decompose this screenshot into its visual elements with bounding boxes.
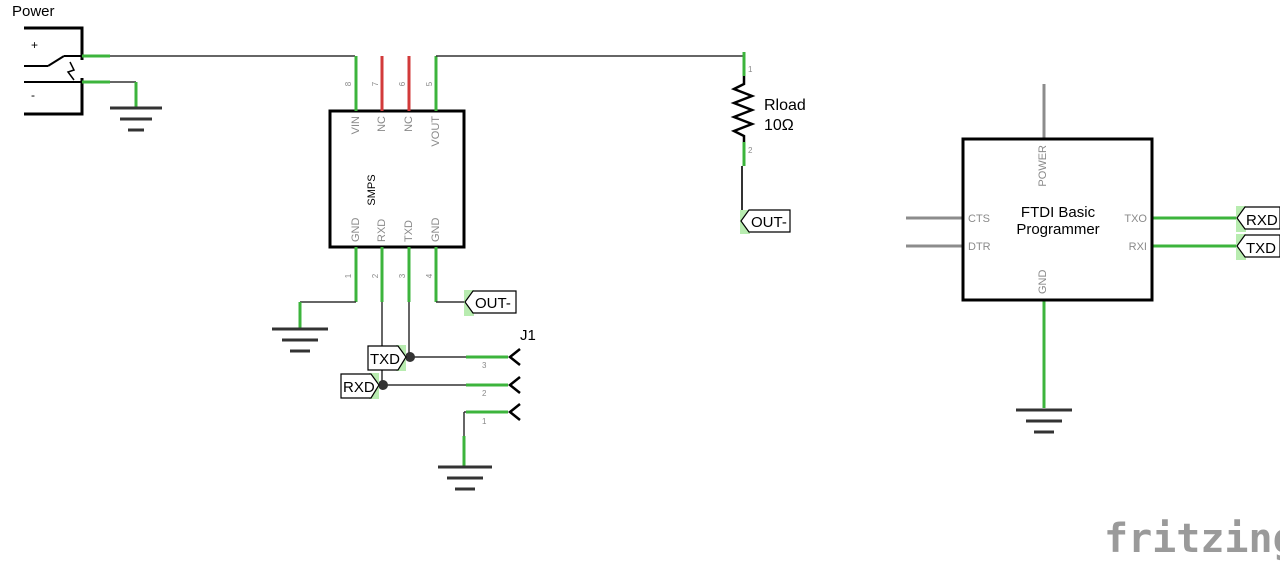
pin-label-gnd-1: GND: [350, 218, 362, 243]
pin-label-gnd-4: GND: [430, 218, 442, 243]
fritzing-logo: fritzing: [1104, 516, 1280, 562]
net-label-out-smps[interactable]: OUT-: [464, 290, 517, 316]
pin-num-8: 8: [344, 81, 353, 86]
pin-num-3: 3: [398, 273, 407, 278]
smps-gnd-wire: [272, 301, 356, 353]
ftdi-programmer[interactable]: FTDI Basic Programmer POWER GND CTS DTR …: [906, 84, 1238, 408]
j1-pin-1: 1: [482, 417, 487, 426]
rload-name: Rload: [764, 97, 806, 114]
pin-label-vout: VOUT: [430, 116, 442, 147]
pin-label-txd: TXD: [403, 220, 415, 242]
ftdi-rxi-label: RXI: [1129, 241, 1147, 253]
txd-ftdi-text: TXD: [1246, 240, 1276, 257]
smps-chip[interactable]: SMPS: [328, 109, 466, 249]
net-label-txd-j1[interactable]: TXD: [367, 345, 407, 371]
ftdi-gnd-label: GND: [1037, 270, 1049, 295]
pin-num-7: 7: [371, 81, 380, 86]
power-jack[interactable]: Power + -: [12, 3, 84, 116]
pin-label-vin: VIN: [350, 116, 362, 134]
rload-resistor[interactable]: 1 2 Rload 10Ω: [730, 65, 806, 166]
power-label: Power: [12, 3, 55, 20]
ftdi-dtr-label: DTR: [968, 241, 991, 253]
rload-value: 10Ω: [764, 117, 794, 134]
pin-num-1: 1: [344, 273, 353, 278]
ftdi-power-label: POWER: [1037, 145, 1049, 187]
rload-pin2-num: 2: [748, 146, 753, 155]
vout-wire: [436, 52, 746, 76]
pin-num-5: 5: [425, 81, 434, 86]
ground-symbol-power: [110, 106, 162, 132]
pin-num-2: 2: [371, 273, 380, 278]
ground-symbol-ftdi: [1016, 408, 1072, 434]
j1-name: J1: [520, 327, 536, 344]
lightning-icon: [66, 61, 76, 81]
pin-num-6: 6: [398, 81, 407, 86]
pin-label-nc-7: NC: [376, 116, 388, 132]
smps-bottom-pins: 1 2 3 4 GND RXD TXD GND: [344, 218, 442, 302]
serial-wires: [373, 302, 466, 390]
power-minus-label: -: [31, 88, 35, 102]
net-label-txd-ftdi[interactable]: TXD: [1236, 234, 1280, 260]
power-plus-label: +: [31, 38, 38, 52]
ftdi-cts-label: CTS: [968, 213, 990, 225]
pin-label-nc-6: NC: [403, 116, 415, 132]
power-wires: [82, 54, 355, 107]
j1-pin-2: 2: [482, 389, 487, 398]
net-label-rxd-j1[interactable]: RXD: [340, 373, 380, 399]
j1-header[interactable]: J1 3 2 1: [466, 327, 536, 426]
rxd-j1-text: RXD: [343, 379, 375, 396]
rxd-ftdi-text: RXD: [1246, 212, 1278, 229]
rload-pin1-num: 1: [748, 65, 753, 74]
net-label-out-rload[interactable]: OUT-: [740, 209, 791, 234]
txd-j1-text: TXD: [370, 351, 400, 368]
net-label-rxd-ftdi[interactable]: RXD: [1236, 206, 1280, 232]
ftdi-title-line1: FTDI Basic: [1021, 204, 1096, 221]
ftdi-title-line2: Programmer: [1016, 221, 1099, 238]
pin-num-4: 4: [425, 273, 434, 278]
pin-label-rxd: RXD: [376, 219, 388, 242]
smps-name: SMPS: [366, 174, 378, 205]
out-smps-text: OUT-: [475, 295, 511, 312]
smps-top-pins: 8 7 6 5 VIN NC NC VOUT: [344, 56, 442, 147]
j1-pin-3: 3: [482, 361, 487, 370]
ftdi-txo-label: TXO: [1124, 213, 1147, 225]
j1-gnd-wire: [438, 411, 492, 491]
out-rload-text: OUT-: [751, 214, 787, 231]
